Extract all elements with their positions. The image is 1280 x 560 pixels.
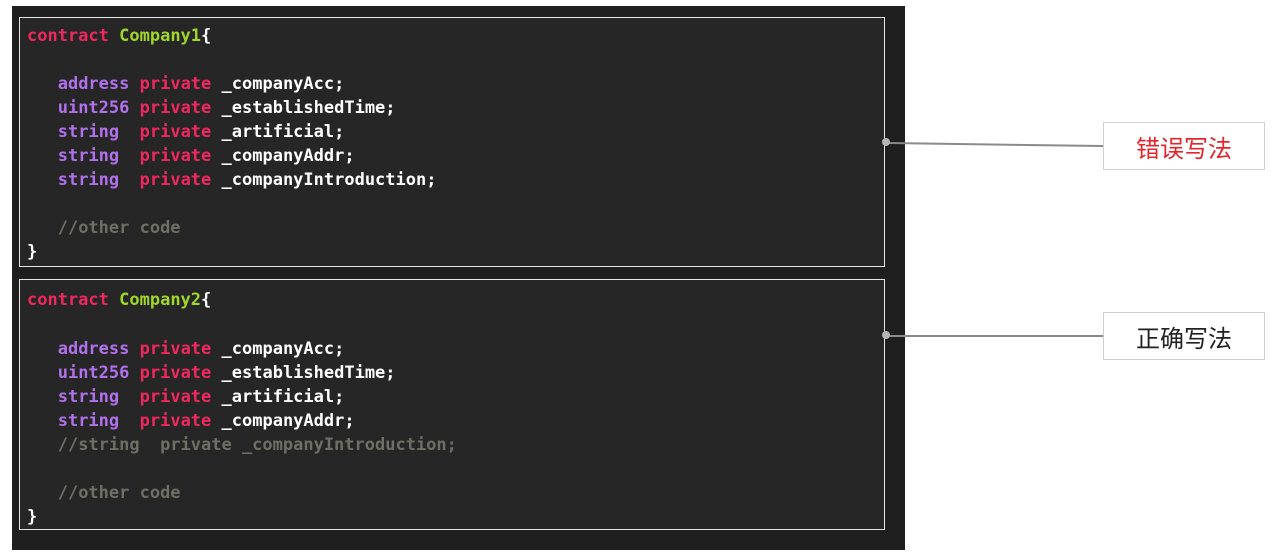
close-brace: } — [27, 242, 38, 262]
connector-dot-right — [882, 331, 890, 339]
field-modifier: private — [139, 339, 212, 359]
field-modifier: private — [139, 146, 212, 166]
field-line: uint256 private _establishedTime; — [27, 97, 396, 119]
field-name: _artificial; — [221, 122, 345, 142]
contract-declaration: contract Company1{ — [27, 25, 211, 47]
field-name: _companyAddr; — [221, 146, 355, 166]
field-type: address — [57, 339, 130, 359]
field-name: _companyAddr; — [221, 411, 355, 431]
field-type: string — [57, 411, 120, 431]
field-modifier: private — [139, 98, 212, 118]
field-line: uint256 private _establishedTime; — [27, 362, 396, 384]
field-type: uint256 — [57, 98, 130, 118]
field-type: string — [57, 122, 120, 142]
field-name: _companyAcc; — [221, 74, 345, 94]
field-line: string private _companyAddr; — [27, 410, 355, 432]
field-line: string private _companyIntroduction; — [27, 169, 437, 191]
field-modifier: private — [139, 74, 212, 94]
contract-name: Company2 — [119, 290, 202, 310]
field-name: _companyAcc; — [221, 339, 345, 359]
field-name: _artificial; — [221, 387, 345, 407]
contract-keyword: contract — [27, 290, 109, 310]
field-name: _companyIntroduction; — [221, 170, 437, 190]
close-brace: } — [27, 507, 38, 527]
field-type: address — [57, 74, 130, 94]
field-line: address private _companyAcc; — [27, 73, 345, 95]
label-wrong-approach: 错误写法 — [1103, 122, 1265, 170]
contract-keyword: contract — [27, 26, 109, 46]
field-line: string private _artificial; — [27, 121, 345, 143]
label-correct-approach: 正确写法 — [1103, 312, 1265, 360]
comment-text: //other code — [57, 218, 181, 238]
commented-field: //string private _companyIntroduction; — [27, 434, 457, 456]
field-modifier: private — [139, 363, 212, 383]
commented-field-text: //string private _companyIntroduction; — [57, 435, 457, 455]
field-line: address private _companyAcc; — [27, 338, 345, 360]
field-modifier: private — [139, 387, 212, 407]
field-name: _establishedTime; — [221, 98, 396, 118]
code-block-company2: contract Company2{ address private _comp… — [19, 279, 885, 530]
field-line: string private _companyAddr; — [27, 145, 355, 167]
field-modifier: private — [139, 122, 212, 142]
code-comment: //other code — [27, 217, 181, 239]
contract-name: Company1 — [119, 26, 202, 46]
field-type: uint256 — [57, 363, 130, 383]
field-type: string — [57, 146, 120, 166]
open-brace: { — [201, 290, 212, 310]
comment-text: //other code — [57, 483, 181, 503]
connector-line-right — [886, 335, 1103, 337]
contract-declaration: contract Company2{ — [27, 289, 211, 311]
code-comment: //other code — [27, 482, 181, 504]
open-brace: { — [201, 26, 212, 46]
field-type: string — [57, 170, 120, 190]
field-line: string private _artificial; — [27, 386, 345, 408]
connector-dot-wrong — [882, 138, 890, 146]
field-type: string — [57, 387, 120, 407]
code-block-company1: contract Company1{ address private _comp… — [19, 17, 885, 267]
field-modifier: private — [139, 411, 212, 431]
field-name: _establishedTime; — [221, 363, 396, 383]
field-modifier: private — [139, 170, 212, 190]
connector-line-wrong — [885, 142, 1103, 147]
